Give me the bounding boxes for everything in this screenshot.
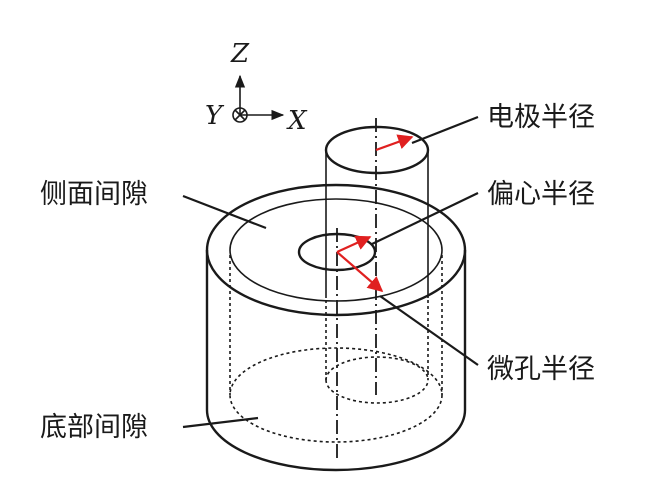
leader-lines xyxy=(182,115,479,429)
outer-cylinder xyxy=(205,183,467,472)
radius-arrows xyxy=(336,134,414,293)
electrode-bottom-hidden xyxy=(325,379,429,404)
hole-top-rim xyxy=(229,198,443,302)
y-axis-into-page-icon xyxy=(232,107,248,123)
z-axis-label: Z xyxy=(230,39,250,69)
outer-top-rim xyxy=(205,183,467,317)
hole-radius-label: 微孔半径 xyxy=(487,354,595,385)
side-gap-label: 侧面间隙 xyxy=(40,179,148,210)
outer-bottom-rim xyxy=(205,409,467,472)
electrode-radius-label: 电极半径 xyxy=(487,102,595,133)
x-axis-label: X xyxy=(286,106,308,136)
coordinate-axes: Z Y X xyxy=(205,39,308,136)
y-axis-label: Y xyxy=(205,101,225,131)
electrode-cylinder xyxy=(324,125,430,404)
bottom-gap-label: 底部间隙 xyxy=(40,412,148,443)
hole-bottom-hidden xyxy=(229,347,443,443)
hole-radius-arrow xyxy=(336,251,384,293)
electrode-radius-arrow xyxy=(375,134,414,152)
eccentric-radius-arrow xyxy=(336,235,372,254)
eccentric-radius-label: 偏心半径 xyxy=(487,179,595,210)
